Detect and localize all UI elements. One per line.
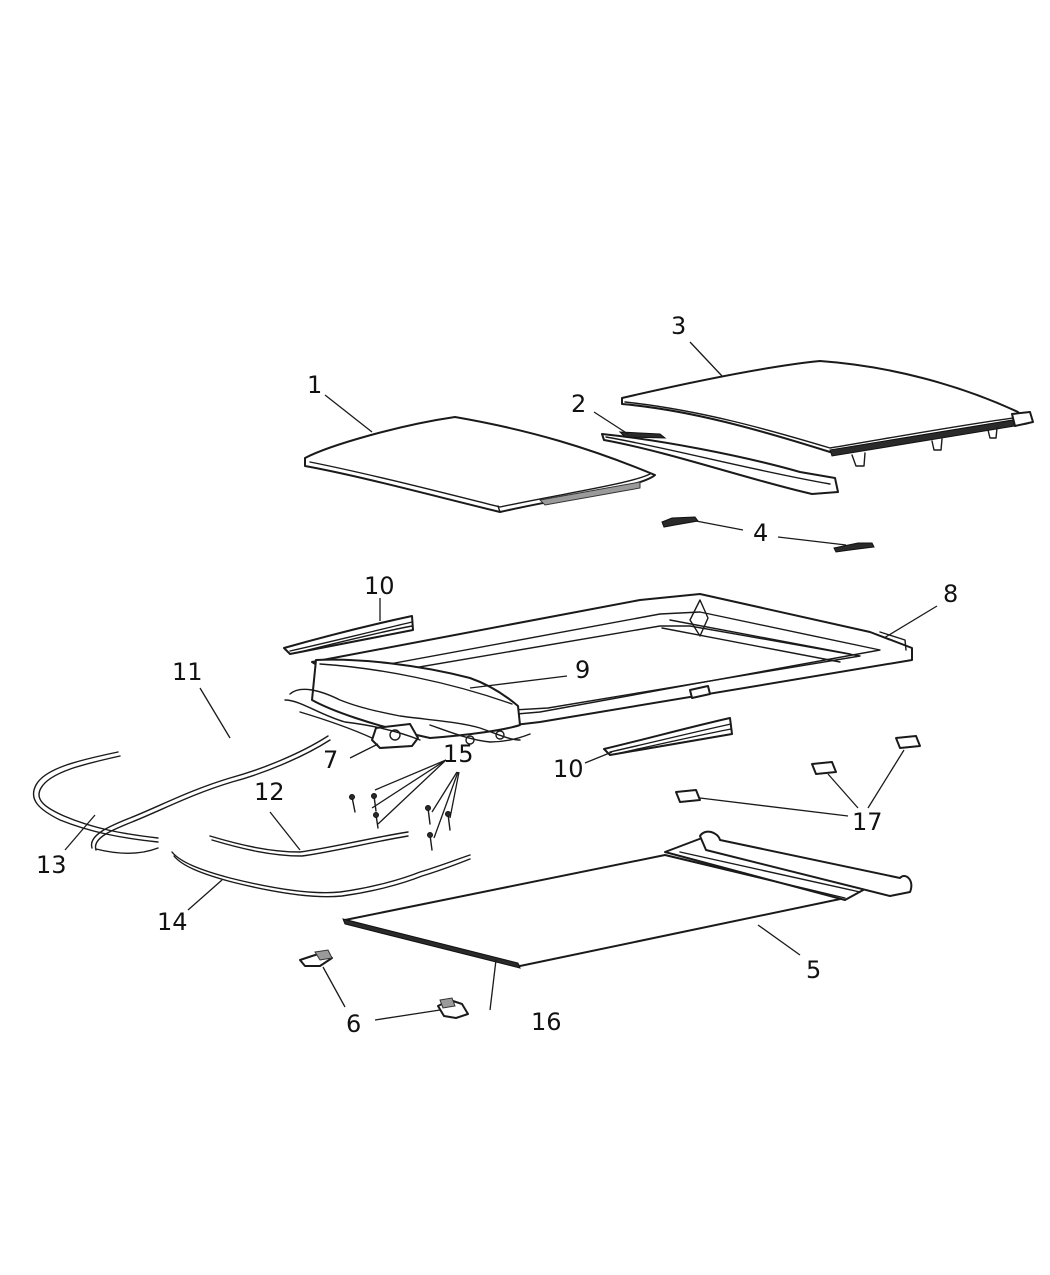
part-14-hose: [171, 851, 471, 898]
callout-7: 7: [323, 746, 338, 774]
leader-lines: [64, 341, 938, 1021]
callout-5: 5: [806, 956, 821, 984]
callout-17: 17: [852, 808, 883, 836]
callout-13: 13: [36, 851, 67, 879]
part-11-drain-hose: [90, 735, 331, 855]
part-10-deflector-right: [603, 717, 733, 756]
part-16-shade-front-bow: [342, 918, 521, 969]
part-2-deflector-rail: [601, 431, 839, 495]
part-9-front-housing: [311, 658, 521, 739]
part-15-screws: [349, 793, 451, 851]
part-10-deflector-left: [283, 615, 414, 655]
callout-16: 16: [531, 1008, 562, 1036]
callout-12: 12: [254, 778, 285, 806]
part-5-sunshade: [344, 830, 913, 967]
callout-15: 15: [443, 740, 474, 768]
callout-4: 4: [753, 519, 768, 547]
callout-11: 11: [172, 658, 203, 686]
part-13-drain-hose: [32, 751, 159, 843]
part-1-front-glass-panel: [304, 416, 656, 513]
callout-3: 3: [671, 312, 686, 340]
part-3-rear-glass-panel: [621, 360, 1034, 467]
part-7-drive-motor: [284, 688, 531, 749]
callout-labels: 1 2 3 4 5 6 7 8 9 10 10 11 12 13 14 15 1…: [36, 312, 958, 1038]
part-17-pads: [675, 735, 921, 803]
callout-8: 8: [943, 580, 958, 608]
callout-10-lower: 10: [553, 755, 584, 783]
part-6-clips: [299, 949, 469, 1019]
callout-6: 6: [346, 1010, 361, 1038]
callout-9: 9: [575, 656, 590, 684]
part-12-hose: [209, 831, 409, 857]
callout-10-upper: 10: [364, 572, 395, 600]
callout-2: 2: [571, 390, 586, 418]
callout-1: 1: [307, 371, 322, 399]
callout-14: 14: [157, 908, 188, 936]
